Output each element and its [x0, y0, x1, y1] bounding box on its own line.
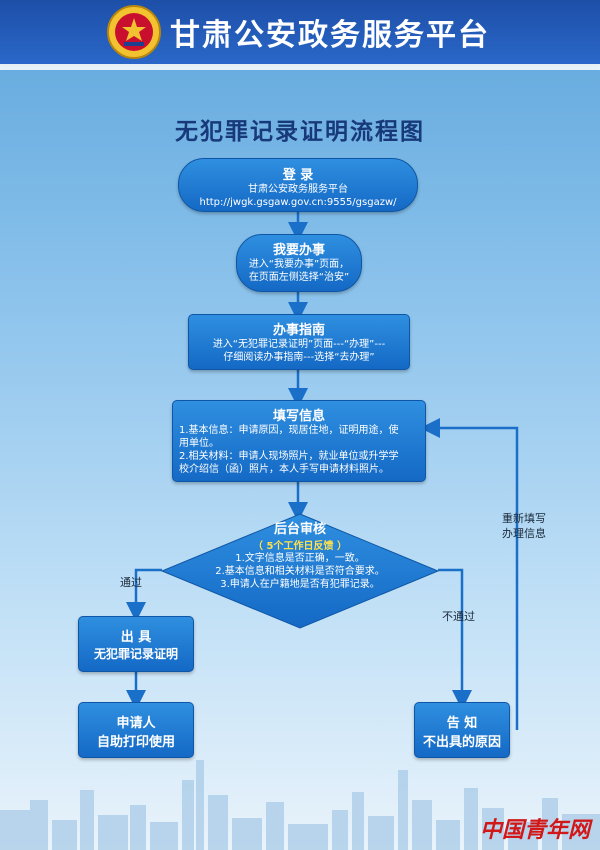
step-review-diamond [160, 513, 440, 629]
label-fail: 不通过 [442, 610, 475, 623]
step-review-text: 后台审核 （ 5个工作日反馈 ） 1.文字信息是否正确，一致。 2.基本信息和相… [200, 518, 400, 591]
step-notify-line2: 不出具的原因 [422, 735, 501, 750]
step-wantdo-line1: 进入“我要办事”页面， [248, 259, 350, 270]
step-review-title: 后台审核 [273, 522, 326, 537]
step-fill: 填写信息 1.基本信息：申请原因，现居住地，证明用途，使 用单位。 2.相关材料… [172, 400, 426, 482]
step-notify-line1: 告 知 [446, 716, 478, 731]
header-divider [0, 64, 600, 70]
step-fill-line2: 用单位。 [179, 438, 219, 449]
step-notify: 告 知 不出具的原因 [414, 702, 510, 758]
step-print-line1: 申请人 [116, 716, 156, 731]
arrow-pass [126, 568, 162, 622]
label-refill-line1: 重新填写 [502, 512, 546, 525]
page-title: 无犯罪记录证明流程图 [175, 119, 425, 145]
step-fill-line4: 校介绍信（函）照片，本人手写申请材料照片。 [179, 464, 389, 475]
header-title: 甘肃公安政务服务平台 [170, 18, 490, 53]
step-login: 登 录 甘肃公安政务服务平台 http://jwgk.gsgaw.gov.cn:… [178, 158, 418, 212]
step-issue-line2: 无犯罪记录证明 [93, 647, 178, 661]
step-wantdo-title: 我要办事 [272, 243, 325, 258]
step-issue: 出 具 无犯罪记录证明 [78, 616, 194, 672]
step-login-url: http://jwgk.gsgaw.gov.cn:9555/gsgazw/ [199, 197, 397, 208]
step-fill-line1: 1.基本信息：申请原因，现居住地，证明用途，使 [179, 425, 399, 436]
step-review-line1: 1.文字信息是否正确，一致。 [235, 553, 365, 564]
label-refill-line2: 办理信息 [502, 527, 546, 540]
police-emblem-icon [107, 5, 161, 59]
step-login-line1: 甘肃公安政务服务平台 [248, 184, 348, 195]
step-print: 申请人 自助打印使用 [78, 702, 194, 758]
step-review-line3: 3.申请人在户籍地是否有犯罪记录。 [220, 579, 380, 590]
step-issue-line1: 出 具 [120, 630, 152, 645]
arrow-refill [420, 418, 519, 730]
step-login-title: 登 录 [282, 168, 314, 183]
step-review-note: （ 5个工作日反馈 ） [253, 541, 347, 552]
header-bar: 甘肃公安政务服务平台 [0, 0, 600, 70]
step-wantdo: 我要办事 进入“我要办事”页面， 在页面左侧选择“治安” [236, 234, 362, 292]
step-review-line2: 2.基本信息和相关材料是否符合要求。 [215, 566, 385, 577]
step-guide-line2: 仔细阅读办事指南---选择“去办理” [223, 352, 375, 363]
step-fill-line3: 2.相关材料：申请人现场照片，就业单位或升学学 [179, 451, 399, 462]
step-wantdo-line2: 在页面左侧选择“治安” [248, 272, 350, 283]
step-guide: 办事指南 进入“无犯罪记录证明”页面---“办理”--- 仔细阅读办事指南---… [188, 314, 410, 370]
city-skyline [0, 760, 600, 850]
step-print-line2: 自助打印使用 [96, 735, 175, 750]
label-pass: 通过 [120, 576, 142, 589]
step-guide-line1: 进入“无犯罪记录证明”页面---“办理”--- [212, 339, 386, 350]
watermark-logo: 中国青年网 [479, 817, 590, 843]
arrow-fail [438, 568, 472, 710]
step-fill-title: 填写信息 [272, 409, 325, 424]
step-guide-title: 办事指南 [272, 323, 325, 338]
